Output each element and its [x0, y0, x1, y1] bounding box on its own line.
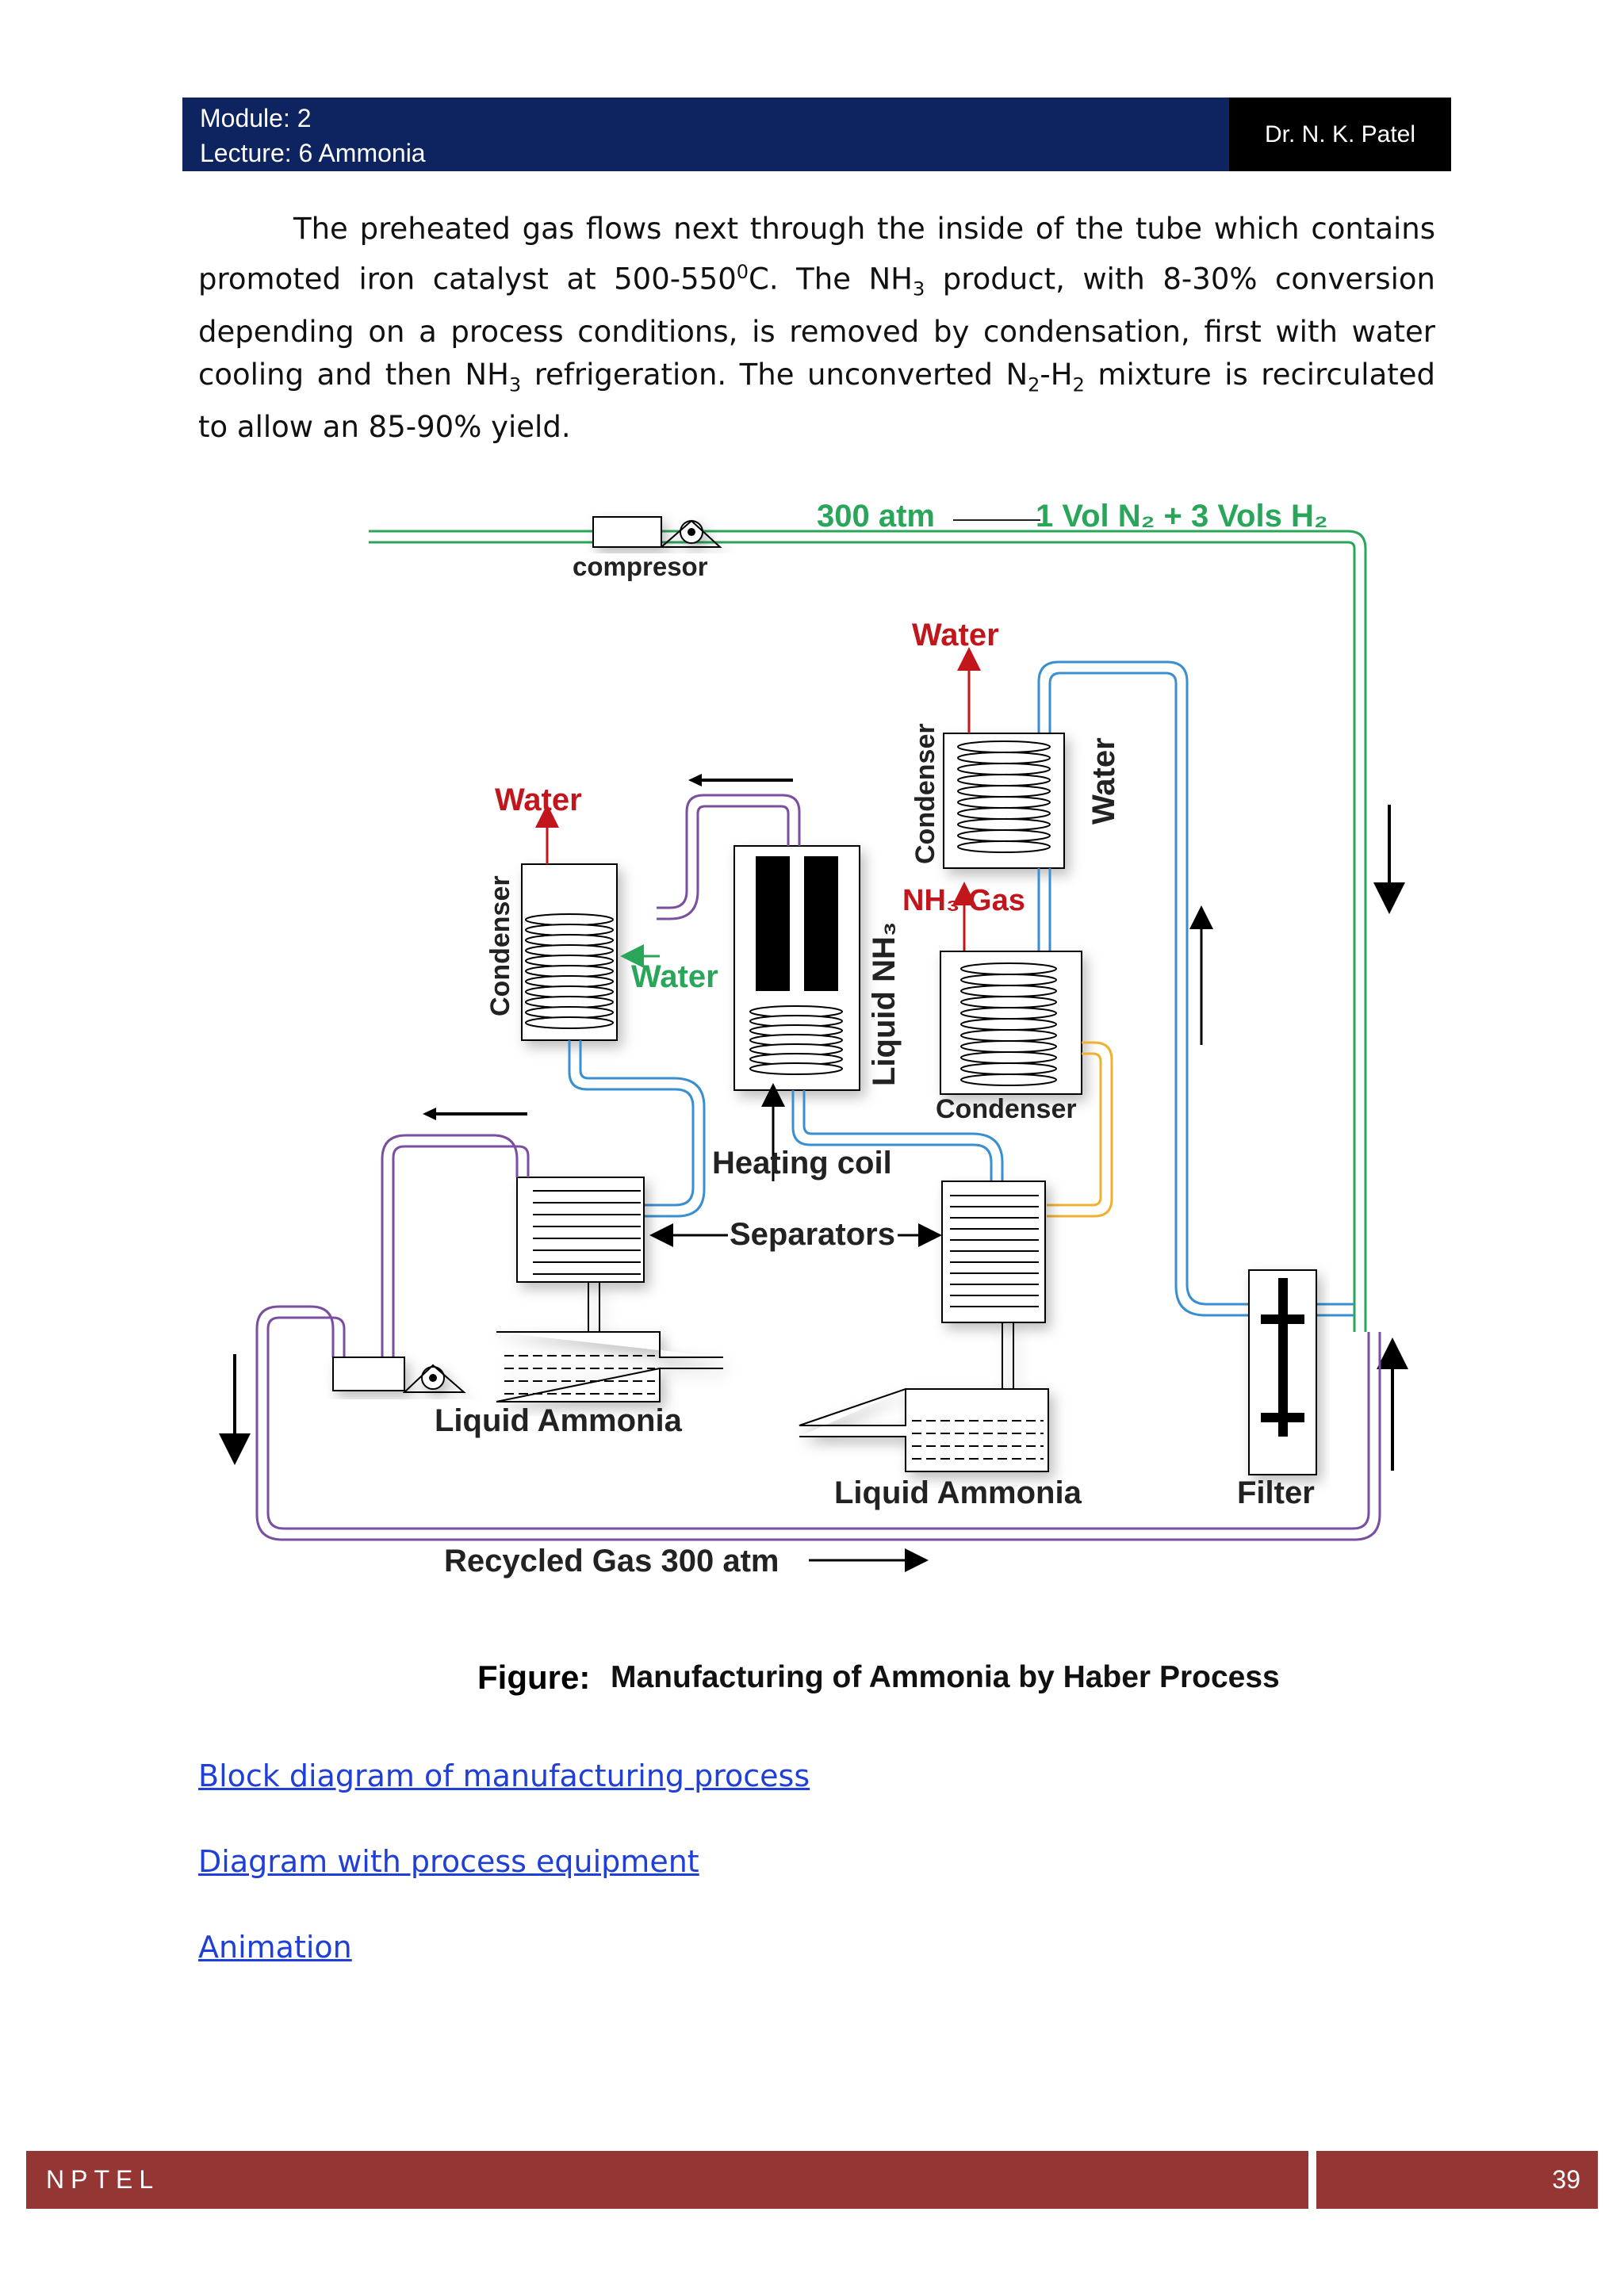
- separators-label: Separators: [730, 1217, 895, 1252]
- link-animation[interactable]: Animation: [198, 1930, 352, 1965]
- condenser-top-label: Condenser: [910, 723, 940, 864]
- condenser-mid-unit: [940, 951, 1082, 1095]
- water-top-label: Water: [912, 618, 999, 652]
- link-process-equipment[interactable]: Diagram with process equipment: [198, 1844, 699, 1879]
- compressor-label: compresor: [573, 552, 708, 581]
- para-sub-4: 2: [1028, 373, 1040, 396]
- page-header: Module: 2 Lecture: 6 Ammonia Dr. N. K. P…: [182, 98, 1451, 171]
- recycle-top-arrow-head: [423, 1108, 436, 1120]
- gas-pipe-top-left: [657, 794, 801, 920]
- lecture-label: Lecture: 6 Ammonia: [200, 139, 426, 167]
- liquid-nh3-label: Liquid NH₃: [867, 922, 902, 1086]
- water-pipe-right: [1037, 660, 1354, 1317]
- reactor-unit: [733, 845, 860, 1091]
- recycle-loop: [255, 1134, 1381, 1541]
- para-sub-5: 2: [1072, 373, 1085, 396]
- recycled-gas-label: Recycled Gas 300 atm: [444, 1544, 779, 1578]
- page-number: 39: [1316, 2151, 1598, 2209]
- footer-nptel: NPTEL: [26, 2151, 1308, 2209]
- nh3-gas-label: NH₃ Gas: [902, 884, 1025, 917]
- liquid-ammonia-left-label: Liquid Ammonia: [435, 1403, 683, 1438]
- para-sub-3: 3: [508, 373, 522, 396]
- separator-left: [516, 1177, 645, 1332]
- para-text-1: The preheated gas flows next through the…: [198, 212, 1435, 297]
- filter-unit: [1248, 1269, 1317, 1475]
- heating-coil-label: Heating coil: [712, 1146, 892, 1181]
- liquid-ammonia-right-label: Liquid Ammonia: [834, 1475, 1082, 1510]
- para-text-2: C. The NH: [749, 262, 913, 297]
- pressure-label: 300 atm: [817, 499, 935, 534]
- compressor-top-icon: [592, 516, 722, 548]
- header-left: Module: 2 Lecture: 6 Ammonia: [200, 101, 426, 170]
- condenser-mid-label: Condenser: [936, 1094, 1077, 1124]
- link-block-diagram[interactable]: Block diagram of manufacturing process: [198, 1758, 810, 1793]
- condenser-left-unit: [521, 863, 618, 1041]
- feed-label: 1 Vol N₂ + 3 Vols H₂: [1036, 499, 1328, 534]
- water-right-label: Water: [1086, 737, 1121, 825]
- compressor-recycle-icon: [332, 1357, 466, 1393]
- para-text-4: refrigeration. The unconverted N: [521, 357, 1028, 392]
- water-left-in-label: Water: [631, 959, 718, 994]
- figure-caption: Manufacturing of Ammonia by Haber Proces…: [611, 1660, 1280, 1694]
- reactor-top-arrow-head: [688, 774, 702, 786]
- para-text-5: -H: [1040, 357, 1073, 392]
- para-sub-2: 3: [912, 277, 925, 300]
- water-left-out-label: Water: [495, 783, 582, 817]
- water-pipe-left: [568, 1040, 706, 1218]
- filter-label: Filter: [1237, 1475, 1315, 1510]
- water-link-right: [1037, 868, 1051, 951]
- para-text-6: mixture is recirculated to allow an 85-9…: [198, 357, 1435, 445]
- gas-pipe-reactor-sep: [791, 1090, 1004, 1181]
- tank-right: [799, 1387, 1049, 1472]
- ammonia-pipe: [1047, 1041, 1113, 1218]
- separator-right: [941, 1181, 1046, 1389]
- module-label: Module: 2: [200, 104, 312, 132]
- condenser-left-label: Condenser: [485, 875, 515, 1016]
- body-paragraph: The preheated gas flows next through the…: [198, 208, 1435, 449]
- author-label: Dr. N. K. Patel: [1229, 98, 1451, 171]
- figure-caption-prefix: Figure:: [477, 1659, 590, 1696]
- para-sup-1: 0: [736, 261, 749, 283]
- tank-left: [496, 1331, 723, 1402]
- para-text-3: product, with 8-30% conversion depending…: [198, 262, 1435, 392]
- condenser-top-unit: [943, 733, 1065, 869]
- feed-line: [369, 530, 1367, 1332]
